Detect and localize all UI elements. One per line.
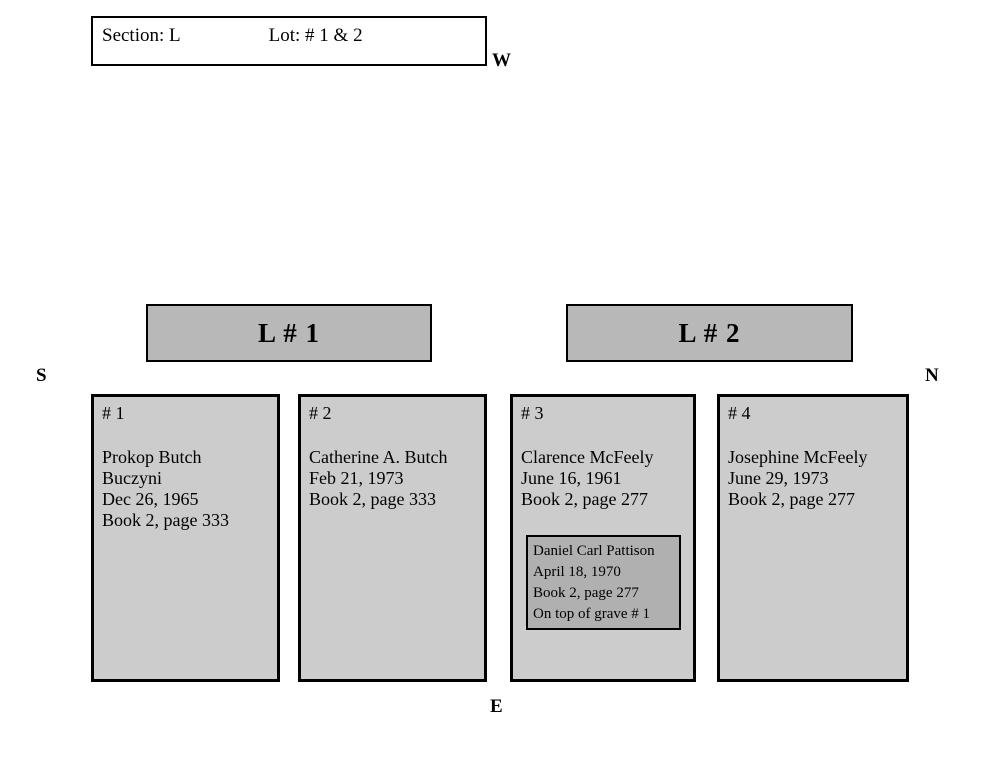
compass-label-north: N (925, 365, 939, 386)
grave-1-line-2: Buczyni (102, 468, 162, 488)
grave-3-inset-details: Daniel Carl Pattison April 18, 1970 Book… (533, 541, 677, 625)
grave-3-line-1: Clarence McFeely (521, 447, 654, 467)
grave-plot-3: # 3 Clarence McFeely June 16, 1961 Book … (510, 394, 696, 682)
lot-banner-1: L # 1 (146, 304, 432, 362)
grave-4-line-2: June 29, 1973 (728, 468, 829, 488)
lot-banner-1-label: L # 1 (257, 317, 321, 348)
grave-3-number: # 3 (521, 403, 544, 423)
grave-1-number: # 1 (102, 403, 125, 423)
lot-banner-2: L # 2 (566, 304, 853, 362)
grave-3-line-2: June 16, 1961 (521, 468, 622, 488)
grave-1-details: Prokop Butch Buczyni Dec 26, 1965 Book 2… (102, 447, 273, 531)
inset-line-4: On top of grave # 1 (533, 606, 651, 622)
lot-banner-2-label: L # 2 (678, 317, 741, 348)
grave-3-line-3: Book 2, page 277 (521, 489, 648, 509)
grave-1-line-3: Dec 26, 1965 (102, 489, 199, 509)
section-lot-header-box: Section: L Lot: # 1 & 2 (91, 16, 487, 66)
grave-3-inset-note-box: Daniel Carl Pattison April 18, 1970 Book… (526, 535, 681, 630)
grave-plot-2: # 2 Catherine A. Butch Feb 21, 1973 Book… (298, 394, 487, 682)
grave-2-line-3: Book 2, page 333 (309, 489, 436, 509)
grave-2-details: Catherine A. Butch Feb 21, 1973 Book 2, … (309, 447, 480, 510)
grave-2-line-2: Feb 21, 1973 (309, 468, 404, 488)
lot-label: Lot: # 1 & 2 (268, 25, 363, 46)
grave-2-line-1: Catherine A. Butch (309, 447, 448, 467)
grave-1-line-4: Book 2, page 333 (102, 510, 229, 530)
compass-label-west: W (492, 50, 511, 71)
grave-3-details: Clarence McFeely June 16, 1961 Book 2, p… (521, 447, 689, 510)
inset-line-3: Book 2, page 277 (533, 585, 639, 601)
grave-2-number: # 2 (309, 403, 332, 423)
compass-label-south: S (36, 365, 47, 386)
grave-plot-4: # 4 Josephine McFeely June 29, 1973 Book… (717, 394, 909, 682)
inset-line-2: April 18, 1970 (533, 564, 621, 580)
header-text-line: Section: L Lot: # 1 & 2 (102, 25, 482, 47)
grave-4-line-1: Josephine McFeely (728, 447, 868, 467)
grave-4-number: # 4 (728, 403, 751, 423)
section-label: Section: L (102, 25, 181, 46)
grave-plot-1: # 1 Prokop Butch Buczyni Dec 26, 1965 Bo… (91, 394, 280, 682)
compass-label-east: E (490, 696, 503, 717)
grave-4-line-3: Book 2, page 277 (728, 489, 855, 509)
grave-4-details: Josephine McFeely June 29, 1973 Book 2, … (728, 447, 902, 510)
grave-1-line-1: Prokop Butch (102, 447, 202, 467)
inset-line-1: Daniel Carl Pattison (533, 543, 655, 559)
